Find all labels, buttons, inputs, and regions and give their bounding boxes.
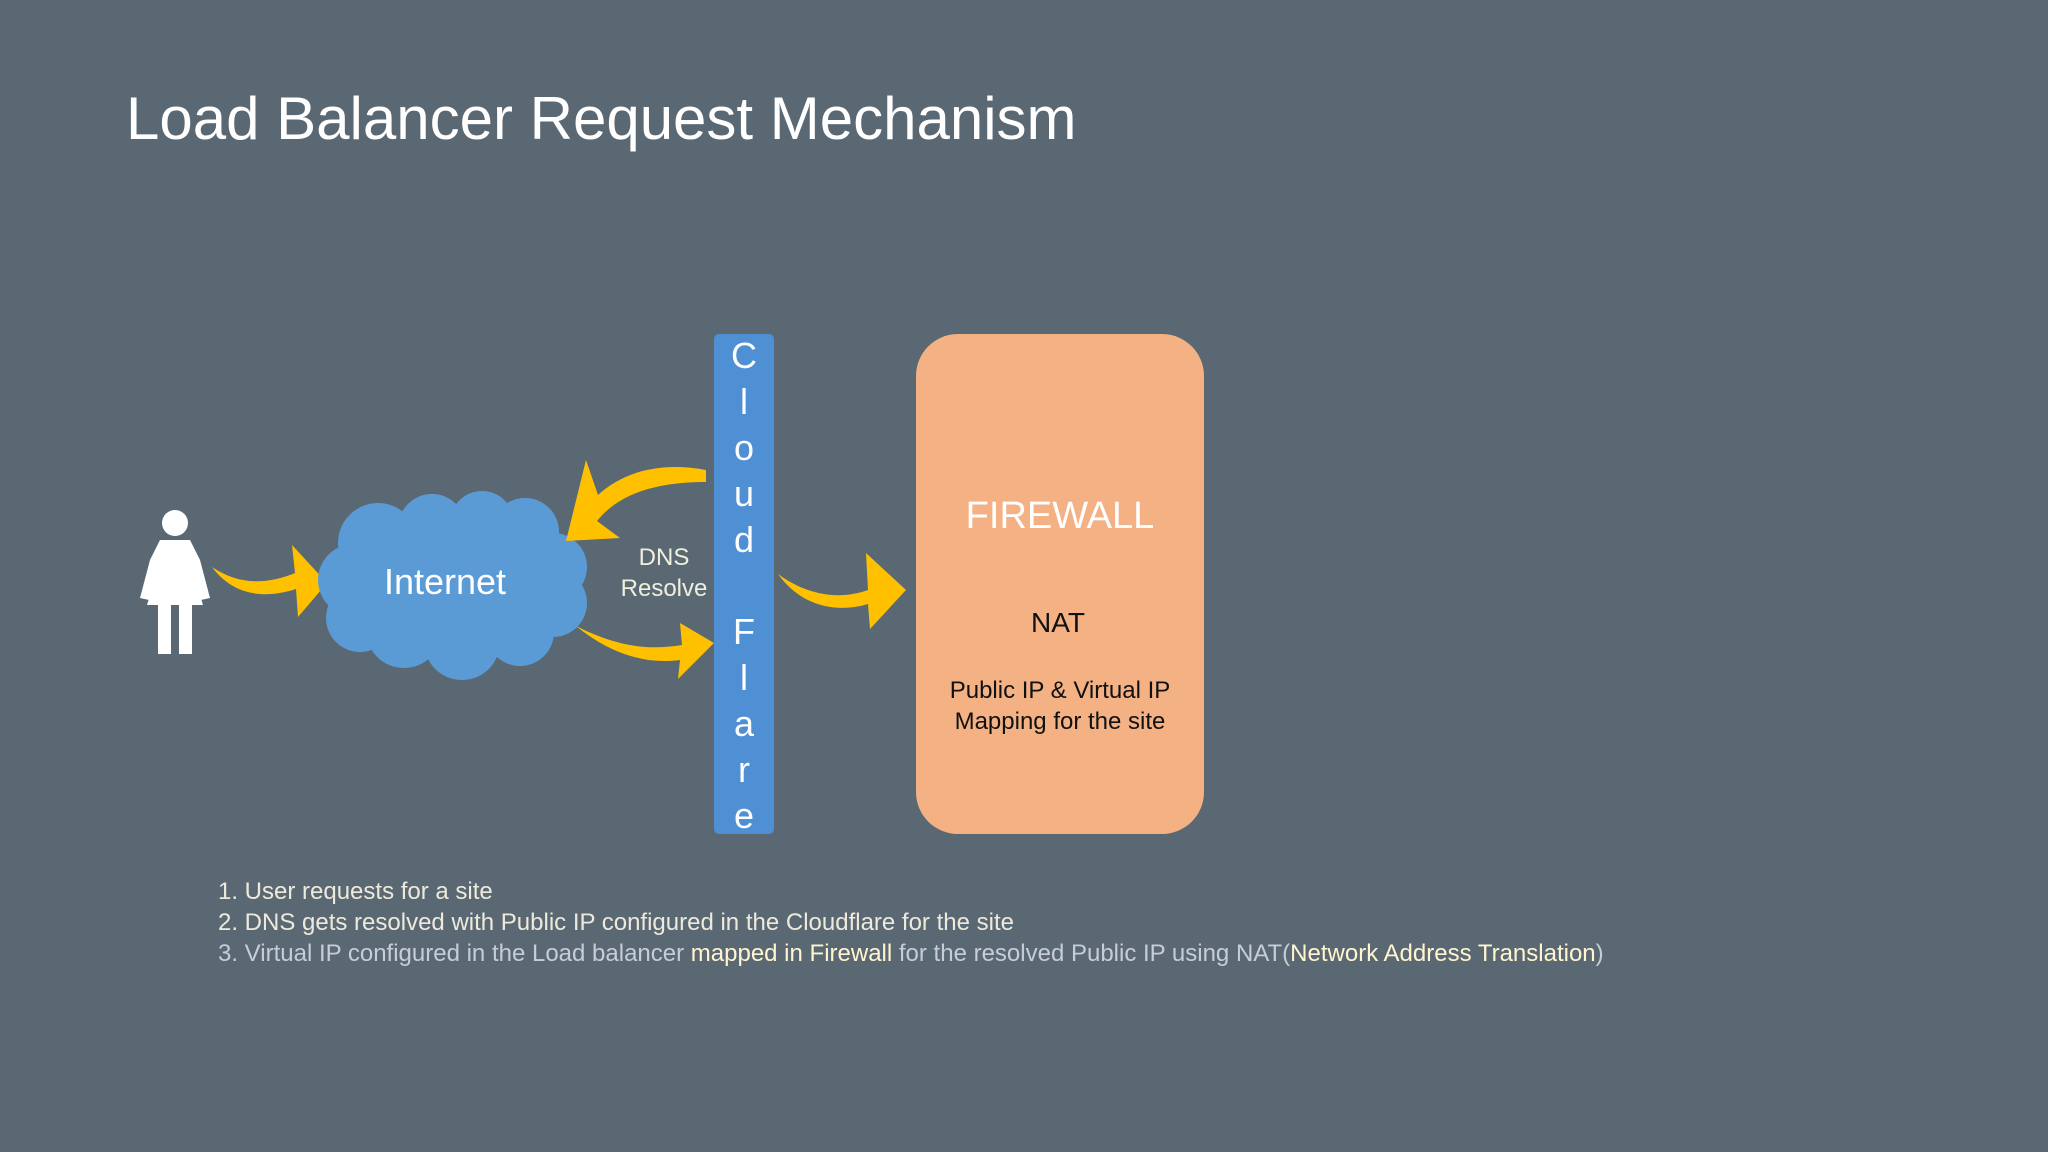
slide-title: Load Balancer Request Mechanism xyxy=(126,85,1077,152)
firewall-box xyxy=(916,334,1204,834)
arrow-cloudflare-to-firewall xyxy=(778,553,906,629)
notes-list: 1. User requests for a site 2. DNS gets … xyxy=(218,876,1604,969)
dns-label-line1: DNS xyxy=(639,544,690,571)
note-item-3-part4: Network Address Translation xyxy=(1290,940,1596,967)
cloudflare-letter: o xyxy=(734,427,754,468)
firewall-title: FIREWALL xyxy=(966,495,1155,537)
cloudflare-letter: r xyxy=(738,749,750,790)
note-item-3-part2: mapped in Firewall xyxy=(690,940,893,967)
cloudflare-letter: l xyxy=(740,657,748,698)
note-item-2: 2. DNS gets resolved with Public IP conf… xyxy=(218,909,1014,936)
arrow-dns-resolve xyxy=(566,460,706,541)
cloudflare-bar xyxy=(714,334,774,834)
note-item-3-part5: ) xyxy=(1595,940,1604,967)
note-item-1: 1. User requests for a site xyxy=(218,878,493,905)
internet-cloud xyxy=(318,491,587,680)
note-item-3-part1: 3. Virtual IP configured in the Load bal… xyxy=(218,940,691,967)
cloudflare-letter: F xyxy=(733,611,755,652)
internet-label: Internet xyxy=(384,561,506,602)
arrow-internet-to-cloudflare xyxy=(576,623,714,679)
note-item-3: 3. Virtual IP configured in the Load bal… xyxy=(218,938,1604,969)
cloudflare-letter: a xyxy=(734,703,755,744)
arrow-user-to-internet xyxy=(212,545,327,617)
cloudflare-letter: d xyxy=(734,519,754,560)
cloudflare-letter: l xyxy=(740,381,748,422)
nat-label: NAT xyxy=(1031,607,1085,638)
cloudflare-letter: e xyxy=(734,795,754,836)
cloudflare-letter: C xyxy=(731,335,757,376)
cloudflare-letter: u xyxy=(734,473,754,514)
user-icon xyxy=(140,510,210,654)
dns-label-line2: Resolve xyxy=(621,575,708,602)
mapping-line1: Public IP & Virtual IP xyxy=(950,677,1171,704)
mapping-line2: Mapping for the site xyxy=(955,708,1166,735)
note-item-3-part3: for the resolved Public IP using NAT( xyxy=(892,940,1291,967)
